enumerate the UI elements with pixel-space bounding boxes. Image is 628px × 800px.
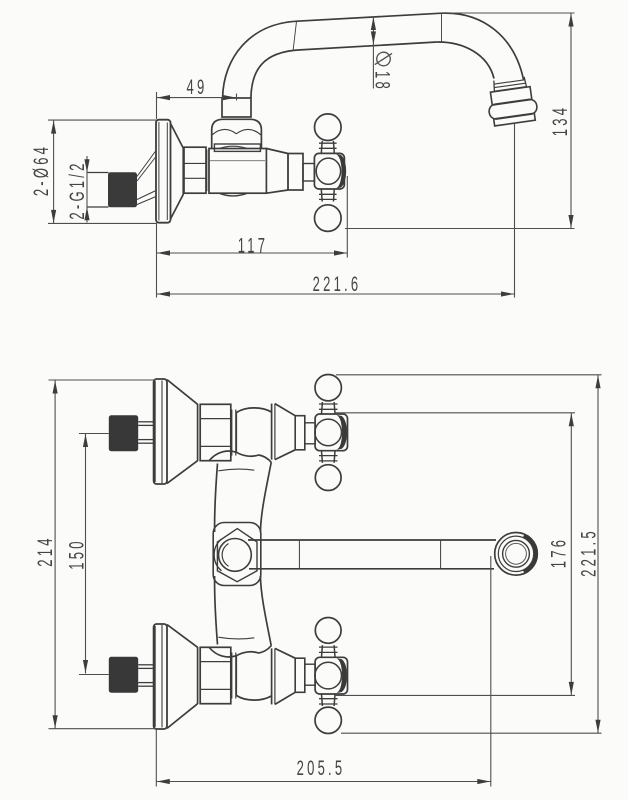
svg-text:176: 176 [546, 537, 570, 568]
svg-text:117: 117 [238, 233, 268, 257]
svg-text:221.6: 221.6 [313, 272, 362, 296]
svg-text:49: 49 [187, 75, 208, 99]
svg-text:18: 18 [371, 71, 395, 92]
svg-text:205.5: 205.5 [297, 756, 346, 780]
svg-text:2-G1/2: 2-G1/2 [65, 160, 89, 219]
svg-text:2-Ø64: 2-Ø64 [29, 144, 53, 196]
svg-text:221.5: 221.5 [576, 528, 600, 577]
svg-text:214: 214 [33, 535, 57, 566]
svg-text:134: 134 [548, 105, 572, 136]
svg-text:150: 150 [64, 538, 88, 569]
